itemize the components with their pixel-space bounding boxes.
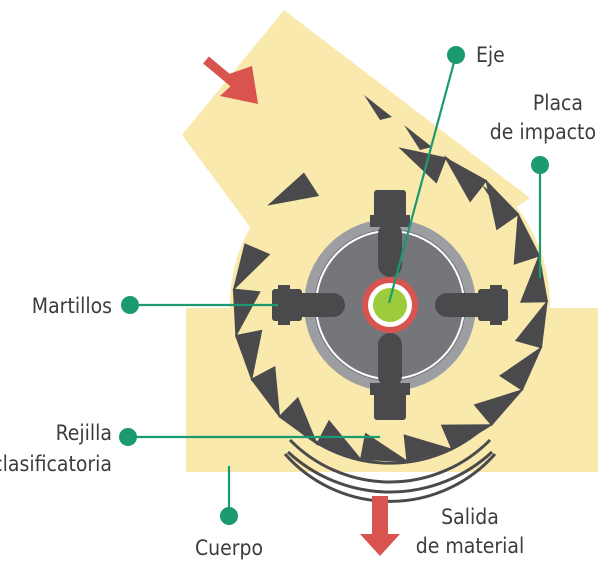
label-eje: Eje <box>476 43 505 67</box>
arrow-down-icon <box>360 496 400 556</box>
impact-tooth <box>514 299 548 349</box>
impact-tooth <box>232 288 261 338</box>
hammer-right <box>435 285 508 325</box>
impact-tooth <box>364 95 392 120</box>
impact-tooth <box>482 185 510 210</box>
hammer-left <box>272 285 345 325</box>
label-rejilla-line1: Rejilla <box>56 421 112 445</box>
label-salida-line1: Salida <box>441 505 499 529</box>
impact-tooth <box>234 329 263 382</box>
cuerpo-leader <box>220 466 238 525</box>
impact-tooth <box>398 147 447 184</box>
impact-tooth <box>444 155 472 180</box>
shaft-core <box>373 288 407 322</box>
martillos-leader <box>121 296 278 314</box>
hammer-top <box>370 190 410 277</box>
label-martillos: Martillos <box>32 294 112 318</box>
hammers <box>272 190 508 420</box>
impact-tooth <box>315 419 363 461</box>
placa-leader <box>531 156 549 278</box>
impact-tooth <box>232 243 271 292</box>
impact-tooth <box>513 212 541 265</box>
label-cuerpo: Cuerpo <box>195 536 263 560</box>
label-placa-line2: de impacto <box>490 120 596 144</box>
hammer-bottom <box>370 333 410 420</box>
impact-tooth <box>403 434 455 463</box>
impact-tooth <box>404 125 432 150</box>
classification-grate <box>283 424 497 503</box>
shaft <box>362 277 418 333</box>
rejilla-leader <box>119 428 380 446</box>
impact-tooth <box>278 396 319 446</box>
label-salida-line2: de material <box>416 534 524 558</box>
label-rejilla-line2: clasificatoria <box>0 452 112 476</box>
impact-tooth <box>250 366 281 419</box>
impact-tooth <box>359 432 410 462</box>
label-placa-line1: Placa <box>533 91 583 115</box>
impact-tooth <box>267 172 320 206</box>
impact-tooth <box>499 345 543 392</box>
arrow-down-right-icon <box>203 56 258 104</box>
eje-leader <box>387 46 465 304</box>
impact-tooth <box>473 388 524 427</box>
